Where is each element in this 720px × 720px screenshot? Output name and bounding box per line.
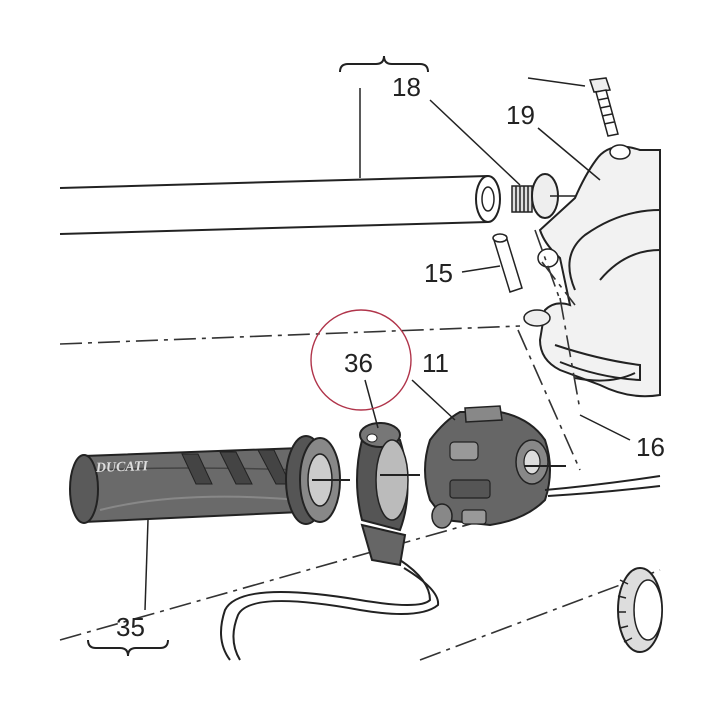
brace-18 xyxy=(339,55,429,73)
callout-35: 35 xyxy=(116,612,145,642)
ring-component xyxy=(617,567,663,653)
brace-35 xyxy=(87,639,169,657)
center-lines xyxy=(59,229,661,661)
screw xyxy=(588,77,619,137)
callout-19: 19 xyxy=(506,100,535,130)
handlebar-grip: DUCATI xyxy=(69,435,350,525)
callout-11: 11 xyxy=(422,348,449,378)
switch-housing xyxy=(424,405,566,529)
callout-15: 15 xyxy=(424,258,453,288)
bar-end-plug xyxy=(511,173,580,219)
clamp-bracket xyxy=(537,144,661,398)
callout-16: 16 xyxy=(636,432,665,462)
leader-lines xyxy=(144,77,631,611)
handlebar-tube xyxy=(59,175,501,235)
highlight-circle xyxy=(310,309,412,411)
pin xyxy=(492,233,523,293)
callout-36: 36 xyxy=(344,348,373,378)
mounting-boss xyxy=(523,309,551,327)
cables xyxy=(220,475,661,661)
callout-18: 18 xyxy=(392,72,421,102)
throttle-collar xyxy=(356,422,420,567)
grip-logo: DUCATI xyxy=(95,459,149,476)
